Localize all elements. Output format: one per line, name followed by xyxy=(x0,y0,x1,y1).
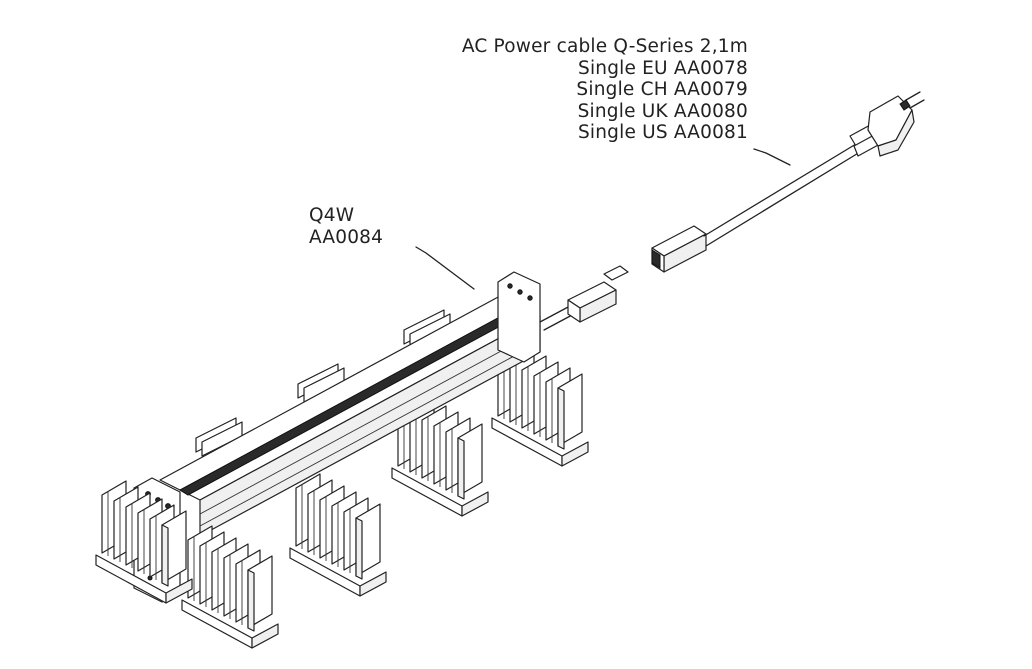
cable-variant-eu: Single EU AA0078 xyxy=(578,57,748,79)
heatsink-front-1 xyxy=(181,525,279,649)
unit-name: Q4W xyxy=(309,205,355,226)
rail-side xyxy=(199,315,541,537)
end-plate-right xyxy=(497,271,541,363)
cable-variant-ch: Single CH AA0079 xyxy=(576,79,748,100)
cable-variant-us: Single US AA0081 xyxy=(577,122,748,143)
cable-title: AC Power cable Q-Series 2,1m xyxy=(461,36,748,57)
q4w-unit xyxy=(95,265,629,649)
power-cable xyxy=(651,91,925,273)
unit-code: AA0084 xyxy=(309,227,384,248)
cable-callout: AC Power cable Q-Series 2,1m Single EU A… xyxy=(462,36,748,144)
cable-variant-uk: Single UK AA0080 xyxy=(577,100,748,122)
leader-lines xyxy=(415,148,791,290)
unit-callout: Q4W AA0084 xyxy=(309,205,383,249)
heatsink-front-2 xyxy=(289,473,387,597)
